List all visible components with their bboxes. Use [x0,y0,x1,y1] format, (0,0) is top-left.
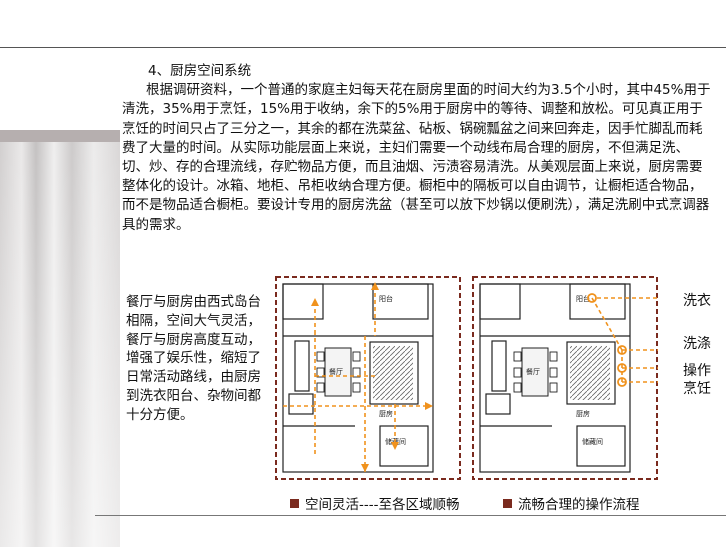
flow-label-laundry: 洗衣 [683,293,711,309]
room-label-dining: 餐厅 [526,367,540,376]
legend-right-text: 流畅合理的操作流程 [518,497,640,513]
curtain-fade [0,132,120,547]
room-label-kitchen: 厨房 [379,409,393,418]
top-divider [0,47,726,48]
flow-label-operate: 操作 [683,363,711,379]
legend-square-icon [290,499,299,508]
decorative-band [0,130,120,142]
room-label-dining: 餐厅 [329,367,343,376]
room-label-kitchen: 厨房 [576,409,590,418]
legend-left-text: 空间灵活----至各区域顺畅 [305,497,460,513]
section-heading: 4、厨房空间系统 [148,63,252,79]
flow-label-cook: 烹饪 [683,381,711,397]
legend-square-icon [503,499,512,508]
floor-plan-right: 阳台 餐厅 厨房 储藏间 [472,276,658,480]
room-label-balcony: 阳台 [576,294,590,303]
legend-left: 空间灵活----至各区域顺畅 [290,493,460,513]
room-label-balcony: 阳台 [379,294,393,303]
room-label-storage: 储藏间 [582,437,603,446]
side-note: 餐厅与厨房由西式岛台相隔，空间大气灵活，餐厅与厨房高度互动，增强了娱乐性，缩短了… [126,294,261,423]
bottom-divider [95,515,726,516]
legend-right: 流畅合理的操作流程 [503,493,640,513]
main-text: 4、厨房空间系统 根据调研资料，一个普通的家庭主妇每天花在厨房里面的时间大约为3… [122,62,712,235]
flow-label-wash: 洗涤 [683,336,711,352]
floor-plan-left: 阳台 餐厅 厨房 储藏间 [275,276,461,480]
section-paragraph: 根据调研资料，一个普通的家庭主妇每天花在厨房里面的时间大约为3.5个小时，其中4… [122,82,711,233]
